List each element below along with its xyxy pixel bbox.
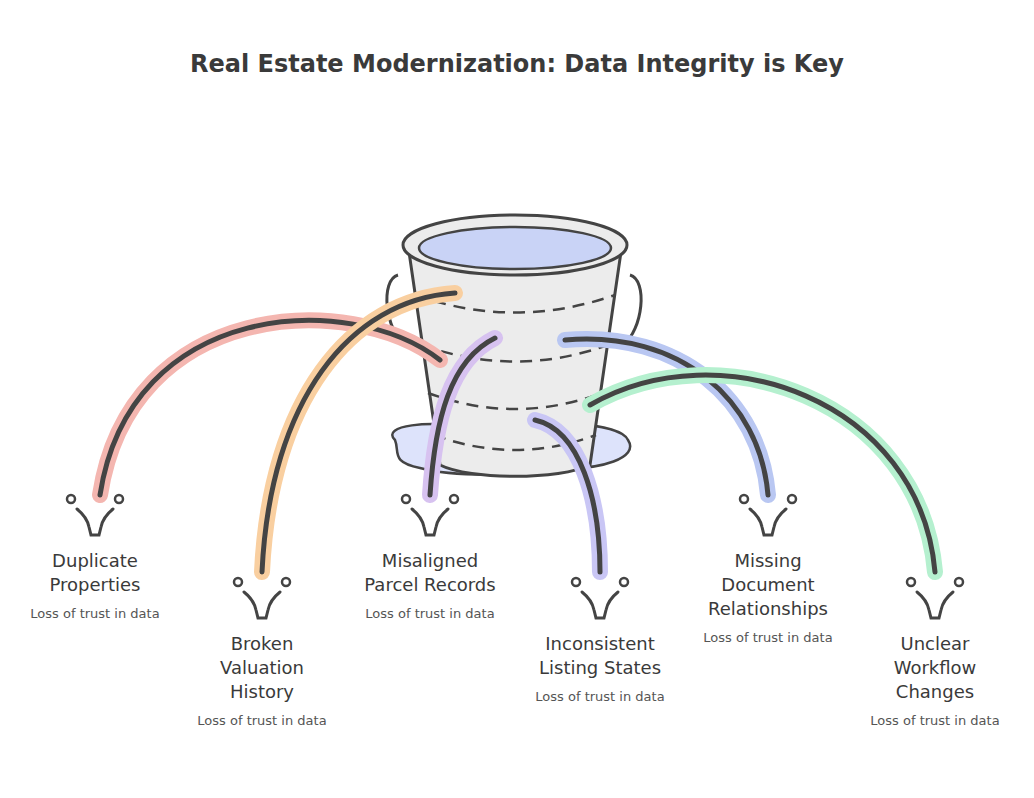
drip-splash <box>234 578 290 618</box>
drip-splashes <box>67 495 963 618</box>
leak-note: Loss of trust in data <box>365 605 495 623</box>
leak-heading: Broken Valuation History <box>192 632 332 704</box>
leak-heading: Inconsistent Listing States <box>530 632 670 680</box>
drip-splash <box>740 495 796 535</box>
leak-heading: Unclear Workflow Changes <box>865 632 1005 704</box>
drip-splash <box>67 495 123 535</box>
leak-heading: Misaligned Parcel Records <box>360 549 500 597</box>
leak-note: Loss of trust in data <box>535 688 665 706</box>
diagram-title: Real Estate Modernization: Data Integrit… <box>67 50 967 78</box>
leak-note: Loss of trust in data <box>30 605 160 623</box>
drip-splash <box>402 495 458 535</box>
leak-heading: Missing Document Relationships <box>698 549 838 621</box>
drip-splash <box>907 578 963 618</box>
leak-note: Loss of trust in data <box>703 629 833 647</box>
leak-streams <box>100 293 935 572</box>
drip-splash <box>572 578 628 618</box>
leak-heading: Duplicate Properties <box>25 549 165 597</box>
leak-note: Loss of trust in data <box>870 712 1000 730</box>
leak-note: Loss of trust in data <box>197 712 327 730</box>
